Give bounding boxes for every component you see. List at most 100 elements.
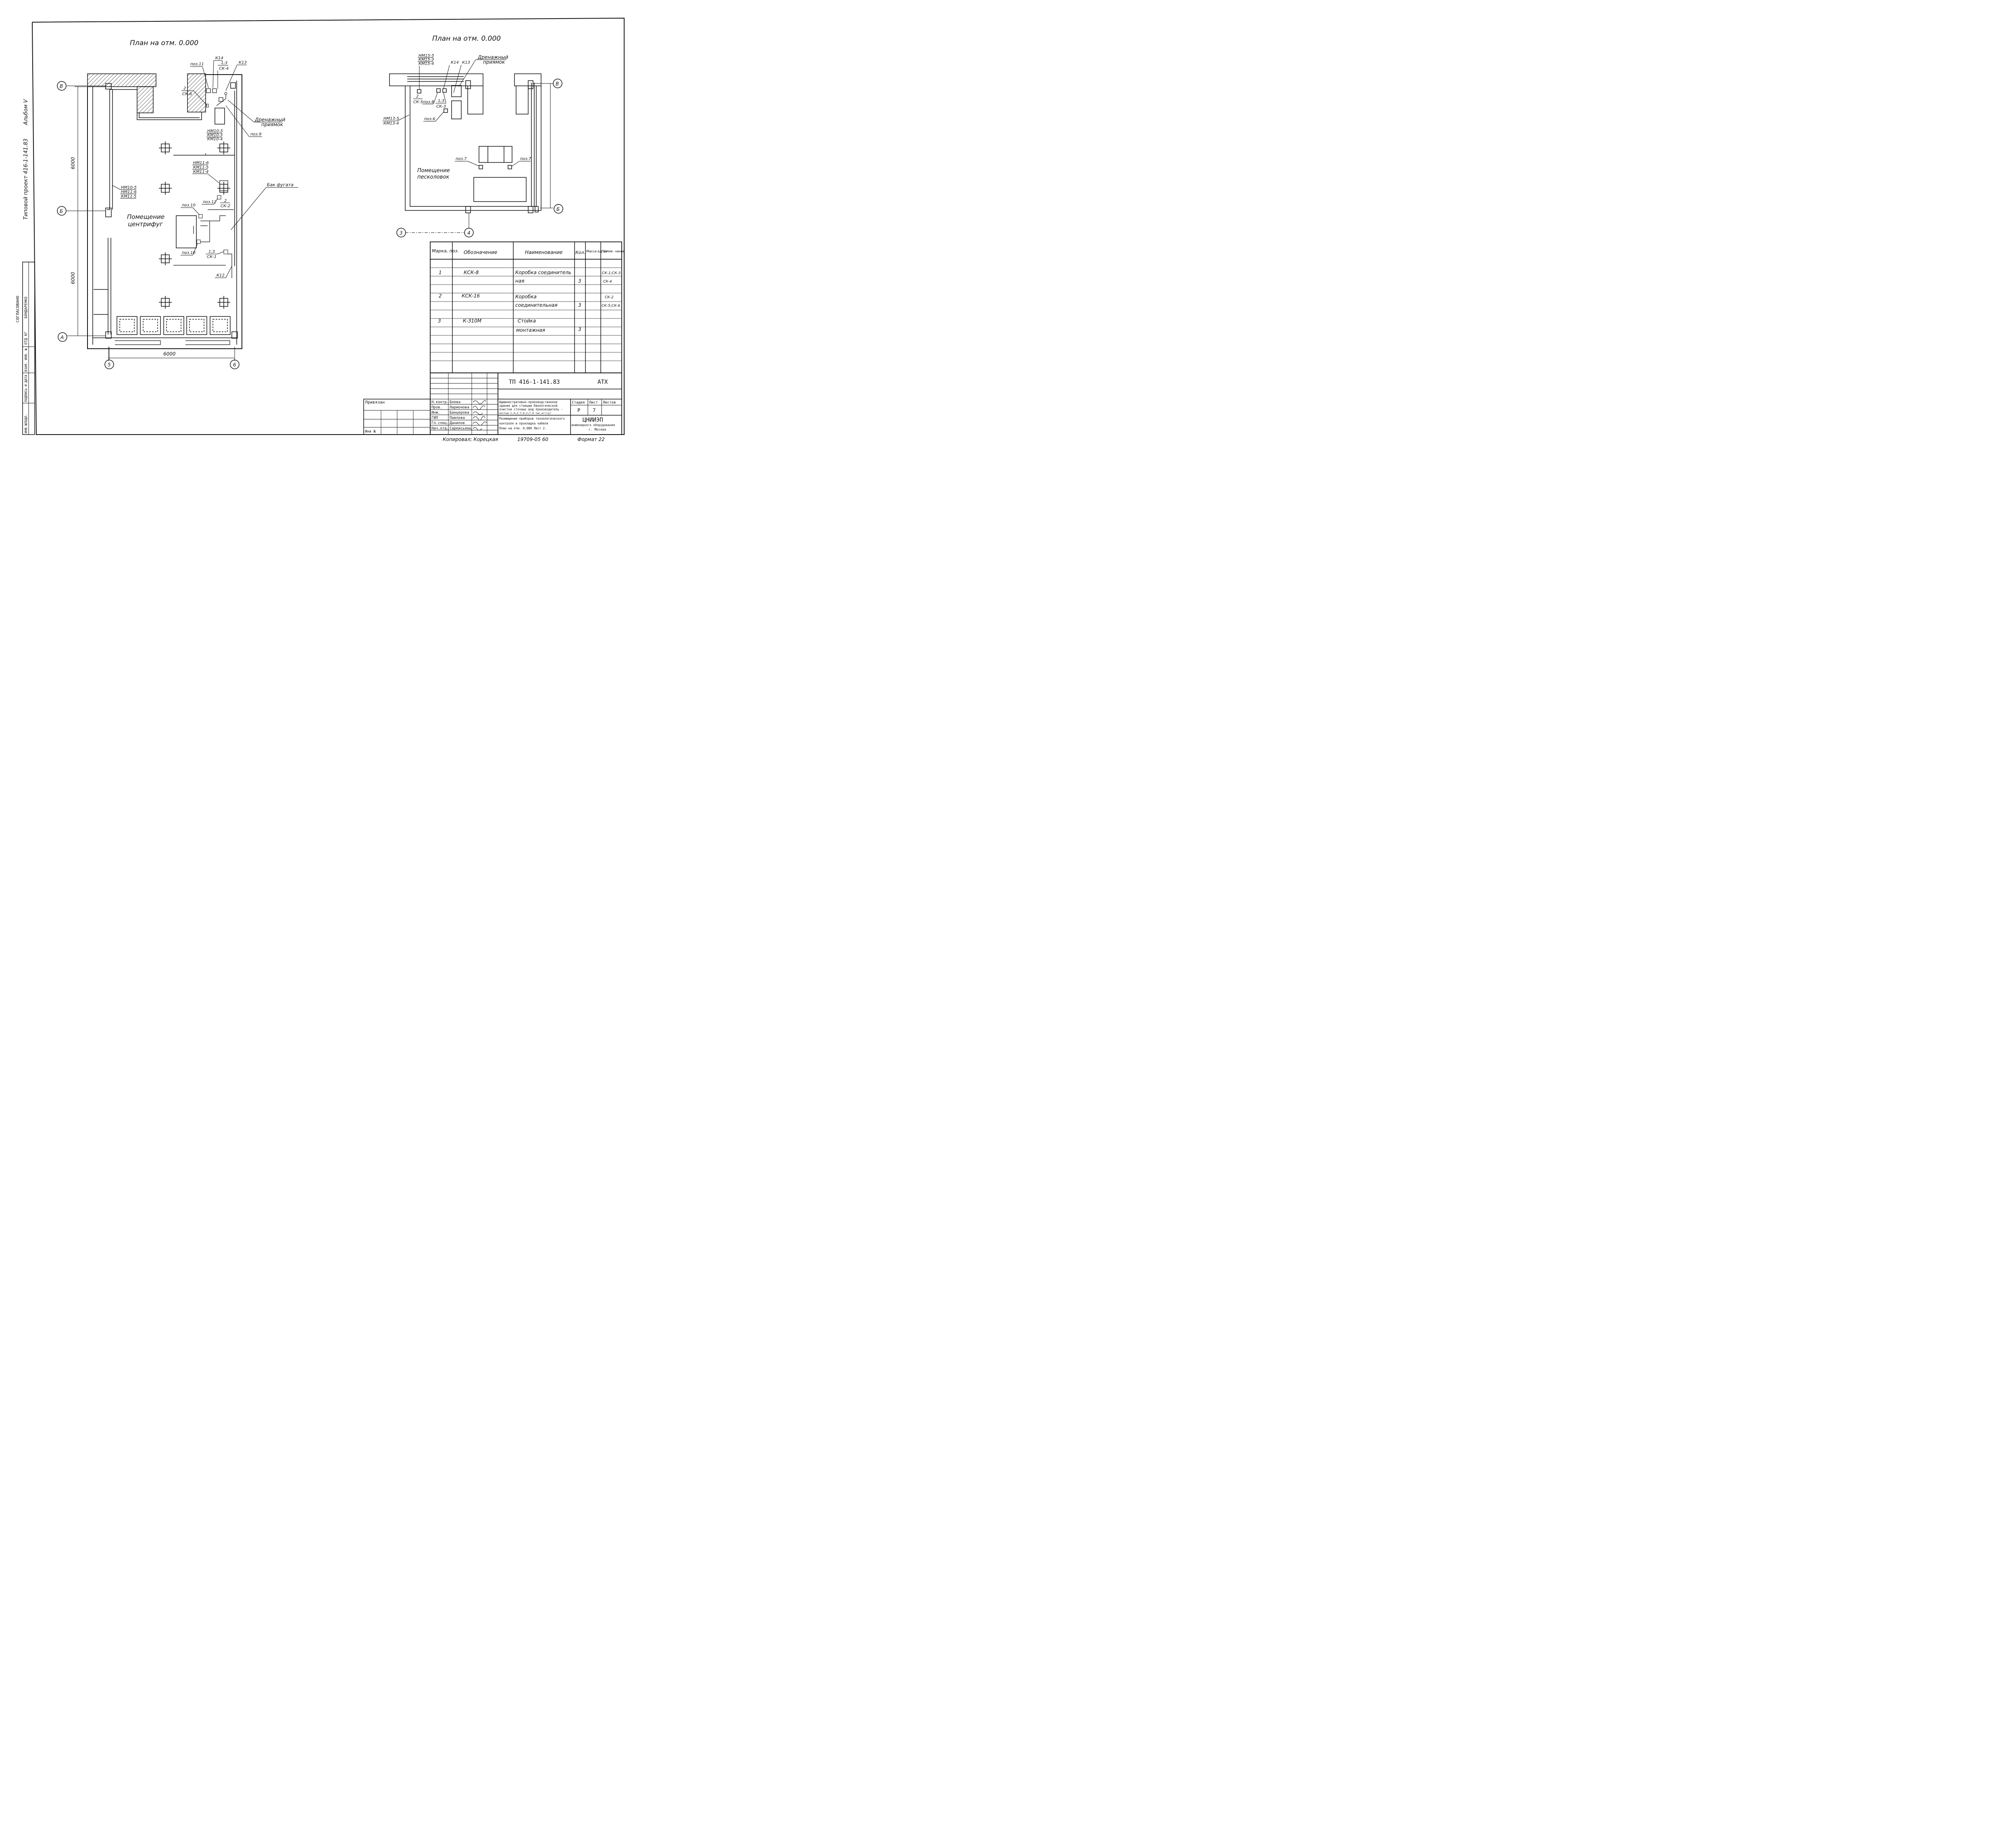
r-tag-k14: К14 bbox=[451, 60, 459, 65]
title-desc-3: очистки сточных вод производитель - bbox=[499, 408, 563, 411]
tag-poz11: поз.11 bbox=[190, 62, 204, 67]
spec-row2-note2: СК-5;СК-6 bbox=[602, 304, 621, 308]
role-5: Гл.спец. bbox=[431, 421, 449, 425]
spec-row1-note2: СК-4 bbox=[603, 280, 612, 284]
right-plan-title: План на отм. 0.000 bbox=[432, 35, 501, 43]
format-label: Формат 22 bbox=[577, 437, 605, 442]
spec-header-qty: Кол. bbox=[575, 250, 585, 255]
spec-row2-note1: СК-2 bbox=[605, 295, 614, 300]
r-axis-label-v: В bbox=[556, 81, 559, 87]
tag-ratio-1-3-top: 1;3 bbox=[221, 61, 227, 65]
col-replace-label: ВЗАМ. ИНВ. № bbox=[24, 348, 28, 372]
dept-label: ОТД КГ bbox=[24, 331, 28, 345]
agreed-label: СОГЛАСОВАНО bbox=[16, 296, 20, 322]
org-dept: инженерного оборудования bbox=[571, 423, 615, 427]
r-tag-drain-1: Дренажный bbox=[477, 54, 508, 60]
spec-header-name: Наименование bbox=[525, 250, 562, 255]
title-desc-1: Административно-производственное bbox=[499, 400, 558, 404]
spec-row3-name1: Стойка bbox=[518, 318, 536, 324]
tag-poz10-bot: поз.10 bbox=[182, 251, 196, 255]
tag-km11-4: КМ11-4 bbox=[193, 170, 208, 174]
spec-row1-name2: ная bbox=[515, 278, 524, 284]
spec-header-mark: Марка, поз. bbox=[432, 248, 459, 254]
r-tag-km15-4: КМ15-4 bbox=[419, 62, 434, 66]
side-stamp: Альбом V Типовой проект 416-1-141.83 СОГ… bbox=[16, 99, 35, 435]
copied-by: Копировал; Корецкая bbox=[443, 437, 498, 442]
spec-header-note: Приме- чание bbox=[602, 250, 625, 253]
r-tag-nm15-5: НМ15-5 bbox=[419, 54, 434, 58]
role-6: Нач.отд. bbox=[431, 427, 449, 431]
name-6: Саркисьянц bbox=[450, 427, 471, 431]
hatched-wall bbox=[137, 86, 154, 113]
name-2: Ларионова bbox=[450, 406, 469, 410]
spec-row1-code: КСК-8 bbox=[464, 270, 479, 275]
name-1: Боева bbox=[450, 400, 460, 404]
name-3: Банцерова bbox=[450, 411, 469, 415]
room-label-centrifuge-1: Помещение bbox=[127, 213, 165, 221]
tag-km10-3: КМ10-3 bbox=[207, 133, 223, 137]
r-tag-poz7-right: поз.7 bbox=[520, 157, 531, 161]
axis-label-b: Б bbox=[60, 208, 63, 214]
tag-wall-km11-5: КМ11-5 bbox=[121, 194, 136, 199]
inv-label: Инв № bbox=[365, 430, 376, 434]
spec-row2-name2: соединительная bbox=[515, 302, 558, 308]
role-1: Н.контр. bbox=[431, 400, 449, 404]
signature-marks bbox=[473, 400, 487, 431]
room-label-sand-2: песколовок bbox=[417, 174, 449, 180]
spec-row3-code: К-310М bbox=[463, 318, 482, 324]
sheet-title-3: План на отм. 0.000 Лист 2. bbox=[499, 427, 546, 430]
spec-row2-qty: 3 bbox=[578, 302, 581, 308]
axis-label-5: 5 bbox=[108, 362, 111, 368]
spec-row2-mark: 2 bbox=[439, 293, 442, 299]
hatched-wall bbox=[87, 73, 156, 87]
r-tag-poz8: поз.8 bbox=[423, 100, 434, 104]
spec-row3-mark: 3 bbox=[438, 318, 441, 324]
org-name: ЦНИИЭП bbox=[583, 417, 603, 423]
title-block: ТП 416-1-141.83 АТХ Административно-прои… bbox=[363, 372, 622, 435]
r-tag-km15-3: КМ15-3 bbox=[419, 58, 434, 62]
tag-num2-top: 2 bbox=[183, 86, 186, 91]
spec-row2-name1: Коробка bbox=[515, 294, 537, 300]
tag-k12: К12 bbox=[217, 273, 225, 278]
left-plan-title: План на отм. 0.000 bbox=[130, 39, 198, 47]
spec-row1-note1: СК-1;СК-3 bbox=[602, 271, 621, 275]
right-plan: План на отм. 0.000 bbox=[383, 35, 563, 237]
r-tag-poz7-left: поз.7 bbox=[456, 157, 467, 161]
drawing-sheet: Альбом V Типовой проект 416-1-141.83 СОГ… bbox=[16, 17, 625, 442]
sheet-title-1: Размещение приборов технологического bbox=[499, 417, 565, 420]
axis-label-a: А bbox=[60, 335, 64, 340]
title-desc-2: здание для станции биологической bbox=[499, 404, 558, 408]
col-inv-label: ИНВ №ПОДЛ. bbox=[24, 414, 28, 433]
spec-row3-name2: монтажная bbox=[516, 327, 545, 333]
tag-num2-mid: 2 bbox=[224, 199, 227, 203]
r-tag-drain-2: приямок bbox=[483, 59, 505, 65]
role-2: Пров. bbox=[431, 406, 442, 410]
spec-row2-code: КСК-16 bbox=[462, 293, 480, 299]
sheet-value: 7 bbox=[593, 408, 596, 413]
bound-label: Привязан bbox=[365, 400, 385, 405]
tag-drain-2: приямок bbox=[261, 122, 283, 127]
col-sign-label: ПОДПИСЬ И ДАТА bbox=[24, 375, 28, 402]
r-axis-label-b: Б bbox=[556, 206, 560, 212]
spec-header-code: Обозначение bbox=[464, 250, 497, 255]
tag-bak: Бак фугата bbox=[267, 182, 294, 187]
tag-nm11-6: НМ11-6 bbox=[193, 161, 209, 165]
name-5: Данилов bbox=[450, 421, 465, 425]
tag-k13: К13 bbox=[239, 60, 247, 65]
spec-row3-qty: 3 bbox=[578, 327, 581, 332]
left-plan: План на отм. 0.000 bbox=[57, 39, 298, 369]
r-tag-sk3: СК-3 bbox=[436, 104, 446, 109]
axis-label-v: В bbox=[60, 83, 63, 89]
name-4: Павлова bbox=[450, 416, 465, 420]
title-desc-4: ностью 1,4;2,7;4,2;7,0 тыс.м³/сут bbox=[499, 412, 551, 415]
spec-row1-mark: 1 bbox=[439, 270, 442, 275]
tag-sk1: СК-1 bbox=[207, 255, 217, 259]
title-mark: АТХ bbox=[598, 379, 608, 385]
tag-wall-nm10-5: НМ10-5 bbox=[121, 185, 137, 190]
dim-horizontal: 6000 bbox=[163, 351, 176, 357]
sheet-title-2: контроля и прокладка кабеля bbox=[499, 422, 548, 425]
org-city: г. Москва bbox=[589, 428, 606, 431]
spec-row1-qty: 3 bbox=[578, 278, 581, 284]
engineer-name: БОНДАРЕНКО bbox=[24, 297, 28, 318]
r-axis-label-4: 4 bbox=[467, 230, 471, 236]
